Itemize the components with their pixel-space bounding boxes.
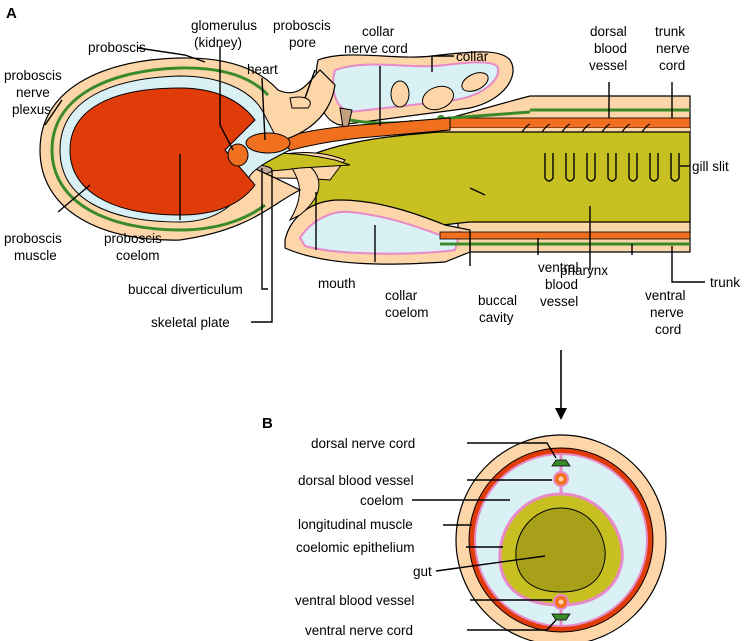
label-trunk-nerve-cord-2: nerve: [656, 41, 690, 56]
gut-lumen: [515, 507, 606, 593]
label-b-gut: gut: [413, 564, 432, 579]
label-heart: heart: [247, 62, 278, 77]
label-collar-nerve-cord-2: nerve cord: [344, 41, 408, 56]
label-b-dorsal-nerve-cord: dorsal nerve cord: [311, 436, 415, 451]
label-proboscis-muscle-1: proboscis: [4, 231, 62, 246]
label-proboscis-pore-1: proboscis: [273, 18, 331, 33]
label-buccal-cavity-1: buccal: [478, 293, 517, 308]
panel-b-label: B: [262, 415, 273, 432]
label-b-ventral-nerve-cord: ventral nerve cord: [305, 623, 413, 638]
label-pharynx: pharynx: [560, 263, 608, 278]
label-collar-coelom-2: coelom: [385, 305, 429, 320]
label-glomerulus-1: glomerulus: [191, 18, 257, 33]
gill-slits: [544, 153, 680, 182]
label-skeletal-plate: skeletal plate: [151, 315, 230, 330]
label-dorsal-blood-vessel-1: dorsal: [590, 24, 627, 39]
cross-section: [455, 434, 667, 641]
proboscis-muscle: [69, 87, 256, 216]
heart: [245, 132, 291, 154]
labels-b: dorsal nerve cord dorsal blood vessel co…: [295, 436, 432, 638]
label-proboscis-nerve-plexus-3: plexus: [12, 102, 51, 117]
label-buccal-diverticulum: buccal diverticulum: [128, 282, 243, 297]
collar-coelom-dorsal: [332, 61, 500, 114]
label-mouth: mouth: [318, 276, 356, 291]
label-collar-coelom-1: collar: [385, 288, 418, 303]
label-proboscis-coelom-2: coelom: [116, 248, 160, 263]
labels-a: proboscis glomerulus (kidney) proboscis …: [4, 18, 740, 337]
label-proboscis-nerve-plexus-1: proboscis: [4, 68, 62, 83]
label-proboscis-nerve-plexus-2: nerve: [16, 85, 50, 100]
label-ventral-blood-vessel-2: blood: [545, 277, 578, 292]
label-proboscis-coelom-1: proboscis: [104, 231, 162, 246]
label-trunk-nerve-cord-3: cord: [659, 58, 685, 73]
label-ventral-nerve-cord-2: nerve: [650, 305, 684, 320]
label-ventral-blood-vessel-3: vessel: [540, 294, 578, 309]
panel-a-label: A: [6, 5, 17, 22]
dorsal-vessel-band: [439, 117, 691, 129]
label-ventral-nerve-cord-1: ventral: [645, 288, 686, 303]
label-ventral-blood-vessel-1: ventral: [538, 260, 579, 275]
label-dorsal-blood-vessel-3: vessel: [589, 58, 627, 73]
label-proboscis-muscle-2: muscle: [14, 248, 57, 263]
leader-lines-a: [44, 46, 705, 323]
label-proboscis: proboscis: [88, 40, 146, 55]
label-buccal-cavity-2: cavity: [479, 310, 514, 325]
label-gill-slit: gill slit: [692, 159, 729, 174]
proboscis-nerve-plexus: [50, 66, 270, 232]
label-b-dorsal-blood-vessel: dorsal blood vessel: [298, 473, 414, 488]
collar-coelom-ventral: [298, 210, 462, 255]
label-collar-nerve-cord-1: collar: [362, 24, 395, 39]
label-b-coelom: coelom: [360, 493, 404, 508]
label-b-longitudinal-muscle: longitudinal muscle: [298, 517, 413, 532]
label-collar: collar: [456, 49, 489, 64]
label-glomerulus-2: (kidney): [194, 35, 242, 50]
label-ventral-nerve-cord-3: cord: [655, 322, 681, 337]
label-trunk-nerve-cord-1: trunk: [655, 24, 685, 39]
label-b-coelomic-epithelium: coelomic epithelium: [296, 540, 415, 555]
leader-lines-b: [412, 442, 557, 631]
label-b-ventral-blood-vessel: ventral blood vessel: [295, 593, 414, 608]
label-proboscis-pore-2: pore: [289, 35, 316, 50]
ventral-vessel-band: [449, 231, 691, 240]
longitudinal-section: [39, 51, 691, 265]
label-dorsal-blood-vessel-2: blood: [594, 41, 627, 56]
label-trunk: trunk: [710, 275, 740, 290]
down-arrow: [555, 350, 567, 420]
